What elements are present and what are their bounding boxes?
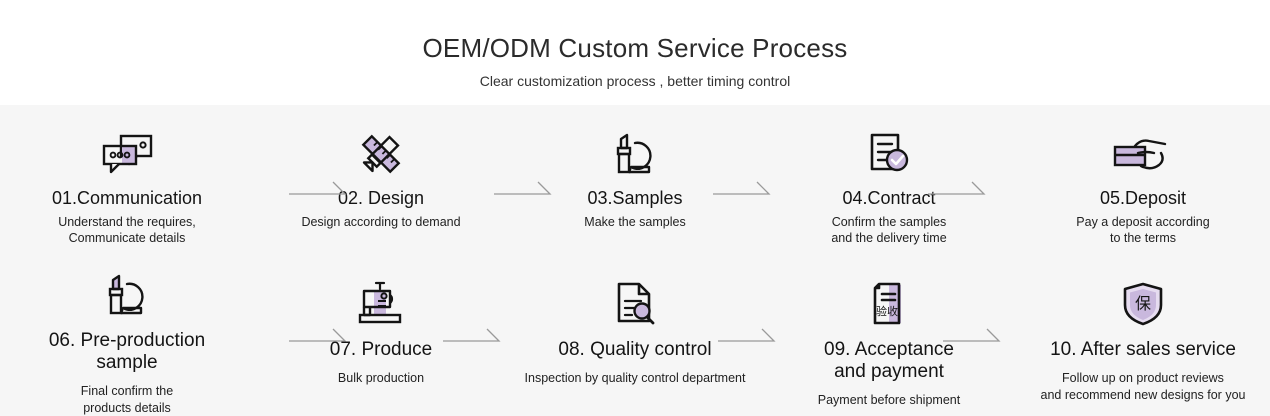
step-description: Design according to demand — [301, 214, 461, 229]
svg-text:验收: 验收 — [876, 304, 898, 318]
process-body: 01.Communication Understand the requires… — [0, 105, 1270, 416]
shield-guarantee-icon: 保 — [1111, 271, 1175, 327]
document-search-icon — [603, 271, 667, 327]
process-step-04[interactable]: 04.Contract Confirm the samples and the … — [762, 105, 1016, 255]
step-description: Pay a deposit according to the terms — [1076, 214, 1210, 246]
process-step-08[interactable]: 08. Quality control Inspection by qualit… — [508, 253, 762, 416]
sewing-machine-icon — [349, 271, 413, 327]
step-description: Final confirm the products details — [80, 384, 174, 415]
process-row-2: 06. Pre-production sample Final confirm … — [0, 253, 1270, 416]
step-title: 08. Quality control — [558, 339, 712, 360]
step-description: Confirm the samples and the delivery tim… — [831, 214, 947, 246]
step-description: Inspection by quality control department — [524, 371, 746, 386]
lipstick-mirror-icon — [95, 271, 159, 318]
step-title: 01.Communication — [51, 188, 203, 208]
process-step-09[interactable]: 验收 09. Acceptance and payment Payment be… — [762, 253, 1016, 416]
step-title: 07. Produce — [329, 339, 433, 360]
step-description: Follow up on product reviews and recomme… — [1040, 371, 1246, 402]
step-title: 03.Samples — [587, 188, 683, 208]
hand-cash-icon — [1111, 121, 1175, 177]
step-title: 05.Deposit — [1099, 188, 1187, 208]
contract-check-icon — [857, 121, 921, 177]
page-subtitle: Clear customization process , better tim… — [479, 72, 791, 89]
process-step-07[interactable]: 07. Produce Bulk production — [254, 253, 508, 416]
svg-text:保: 保 — [1135, 294, 1151, 313]
step-title: 02. Design — [337, 188, 425, 208]
process-step-10[interactable]: 保 10. After sales service Follow up on p… — [1016, 253, 1270, 416]
lipstick-mirror-icon — [603, 121, 667, 177]
step-title: 06. Pre-production sample — [48, 329, 206, 373]
step-description: Understand the requires, Communicate det… — [58, 214, 196, 246]
process-step-02[interactable]: 02. Design Design according to demand — [254, 105, 508, 255]
acceptance-document-icon: 验收 — [857, 271, 921, 327]
process-row-1: 01.Communication Understand the requires… — [0, 105, 1270, 255]
process-step-03[interactable]: 03.Samples Make the samples — [508, 105, 762, 255]
step-title: 09. Acceptance and payment — [824, 339, 954, 383]
process-step-01[interactable]: 01.Communication Understand the requires… — [0, 105, 254, 255]
ruler-pencil-icon — [349, 121, 413, 177]
step-title: 04.Contract — [842, 188, 936, 208]
header: OEM/ODM Custom Service Process Clear cus… — [0, 0, 1270, 105]
step-description: Bulk production — [337, 371, 425, 386]
step-description: Payment before shipment — [817, 393, 961, 408]
process-step-05[interactable]: 05.Deposit Pay a deposit according to th… — [1016, 105, 1270, 255]
chat-bubbles-icon — [95, 121, 159, 177]
step-title: 10. After sales service — [1050, 339, 1236, 360]
page-title: OEM/ODM Custom Service Process — [422, 33, 848, 63]
process-step-06[interactable]: 06. Pre-production sample Final confirm … — [0, 253, 254, 416]
step-description: Make the samples — [584, 214, 686, 229]
